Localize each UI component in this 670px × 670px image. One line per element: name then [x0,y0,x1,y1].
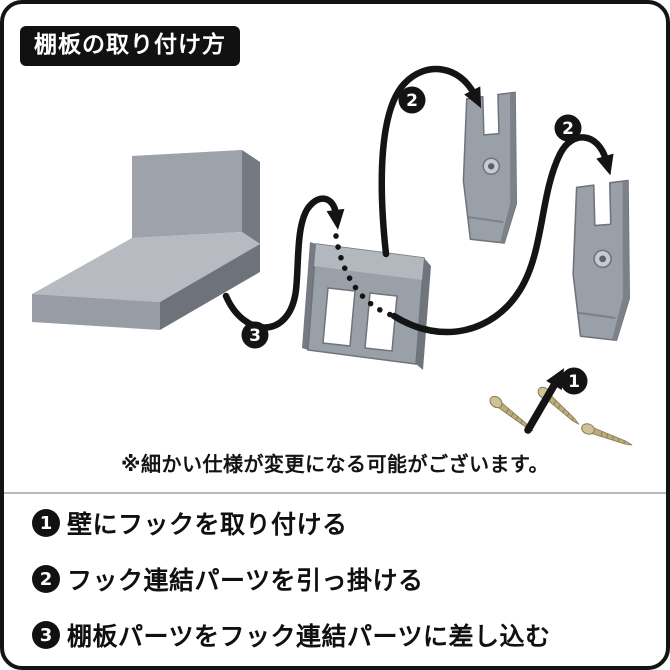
step-number-badge: 1 [32,509,60,537]
section-divider [4,492,666,494]
step-number-badge: 3 [32,621,60,649]
bracket-right-edge [416,258,431,370]
step-badge-3: 3 [241,321,269,349]
badge-number: 1 [568,372,580,392]
step-badge-2-right: 2 [554,114,582,142]
badge-circle [398,86,426,114]
bracket-left-edge [302,242,316,350]
screws-illustration [487,384,635,451]
hidden-path-dotted-curve [333,233,397,319]
bracket-top-rail [314,244,424,280]
screw-icon [579,421,635,451]
page-title-text: 棚板の取り付け方 [34,32,226,58]
step-badge-2-left: 2 [398,86,426,114]
spec-change-note: ※細かい仕様が変更になる可能がございます。 [121,452,549,476]
hook-connector-part-illustration [302,242,431,370]
badge-number: 3 [249,326,261,346]
step-text: フック連結パーツを引っ掛ける [67,566,424,595]
bracket-slot-left [322,287,356,347]
badge-number: 2 [406,91,418,111]
badge-circle [560,367,588,395]
assembly-arrows [222,65,614,434]
shelf-front-face [32,294,160,330]
step-text: 壁にフックを取り付ける [67,510,348,539]
instruction-step-3: 3 棚板パーツをフック連結パーツに差し込む [32,617,551,653]
badge-number: 2 [562,119,574,139]
step-text: 棚板パーツをフック連結パーツに差し込む [67,622,551,651]
wall-hook-illustration-1 [458,88,524,245]
instruction-step-1: 1 壁にフックを取り付ける [32,505,348,541]
wall-hook-icon [458,88,524,245]
badge-circle [241,321,269,349]
bracket-slot-right [364,292,398,352]
badge-circle [554,114,582,142]
page-title: 棚板の取り付け方 [20,26,240,67]
shelf-board-illustration [32,150,260,330]
shelf-panel-side-face [242,150,260,244]
arrow-step1 [524,368,565,434]
arrow-step2-right-curve [390,134,614,336]
step-number-badge: 2 [32,565,60,593]
step-badge-1: 1 [560,367,588,395]
shelf-panel-front-face [132,150,242,238]
shelf-side-face [160,244,260,330]
arrow-step2-left-curve [378,65,482,258]
instruction-step-2: 2 フック連結パーツを引っ掛ける [32,561,424,597]
shelf-top-face [32,232,260,302]
wall-hook-icon [567,176,637,342]
assembly-diagram: 2 2 3 1 [32,65,637,451]
wall-hook-illustration-2 [567,176,637,342]
